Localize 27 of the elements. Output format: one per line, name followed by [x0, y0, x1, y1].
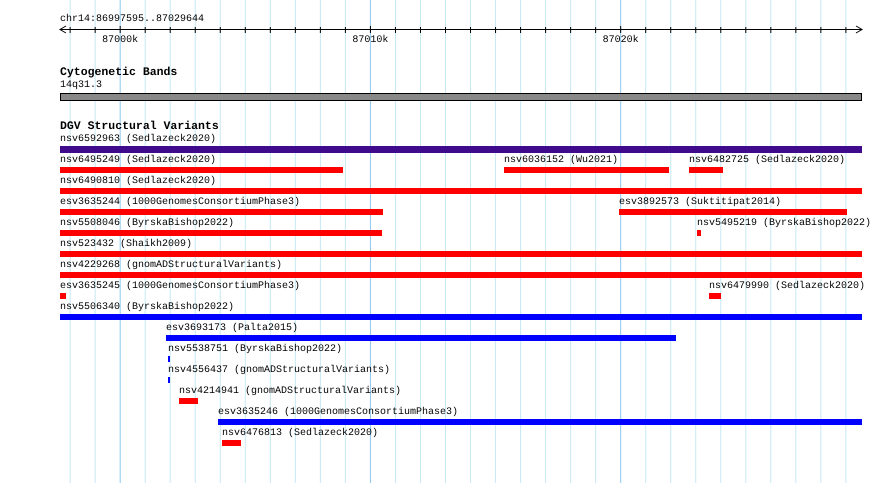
feature-label: nsv6495249 (Sedlazeck2020)	[60, 155, 216, 166]
tick-label: 87020k	[602, 35, 639, 46]
feature-label: nsv5506340 (ByrskaBishop2022)	[60, 302, 234, 313]
feature-label: esv3693173 (Palta2015)	[166, 323, 298, 334]
track-title: DGV Structural Variants	[60, 121, 219, 132]
feature-label: nsv5508046 (ByrskaBishop2022)	[60, 218, 234, 229]
feature-label: nsv6036152 (Wu2021)	[504, 155, 618, 166]
feature-label: esv3635246 (1000GenomesConsortiumPhase3)	[218, 407, 458, 418]
feature-label: nsv6479990 (Sedlazeck2020)	[709, 281, 866, 292]
feature-label: nsv4214941 (gnomADStructuralVariants)	[179, 386, 402, 397]
feature-label: nsv5495219 (ByrskaBishop2022)	[697, 218, 872, 229]
feature-label: nsv6490810 (Sedlazeck2020)	[60, 176, 216, 187]
tick-label: 87010k	[352, 35, 388, 46]
feature-label: esv3892573 (Suktitipat2014)	[619, 197, 782, 208]
feature-label: nsv6592963 (Sedlazeck2020)	[60, 134, 216, 145]
track-title: Cytogenetic Bands	[60, 67, 178, 78]
region-label: chr14:86997595..87029644	[60, 14, 204, 25]
feature-label: 14q31.3	[60, 80, 102, 91]
feature-label: nsv4556437 (gnomADStructuralVariants)	[168, 365, 390, 376]
feature-label: nsv523432 (Shaikh2009)	[60, 239, 192, 250]
feature-label: nsv5538751 (ByrskaBishop2022)	[168, 344, 342, 355]
feature-label: nsv4229268 (gnomADStructuralVariants)	[60, 260, 282, 271]
feature-label: nsv6476813 (Sedlazeck2020)	[222, 428, 378, 439]
feature-label: esv3635244 (1000GenomesConsortiumPhase3)	[60, 197, 300, 208]
tick-label: 87000k	[102, 35, 138, 46]
feature-label: esv3635245 (1000GenomesConsortiumPhase3)	[60, 281, 300, 292]
feature-label: nsv6482725 (Sedlazeck2020)	[689, 155, 846, 166]
